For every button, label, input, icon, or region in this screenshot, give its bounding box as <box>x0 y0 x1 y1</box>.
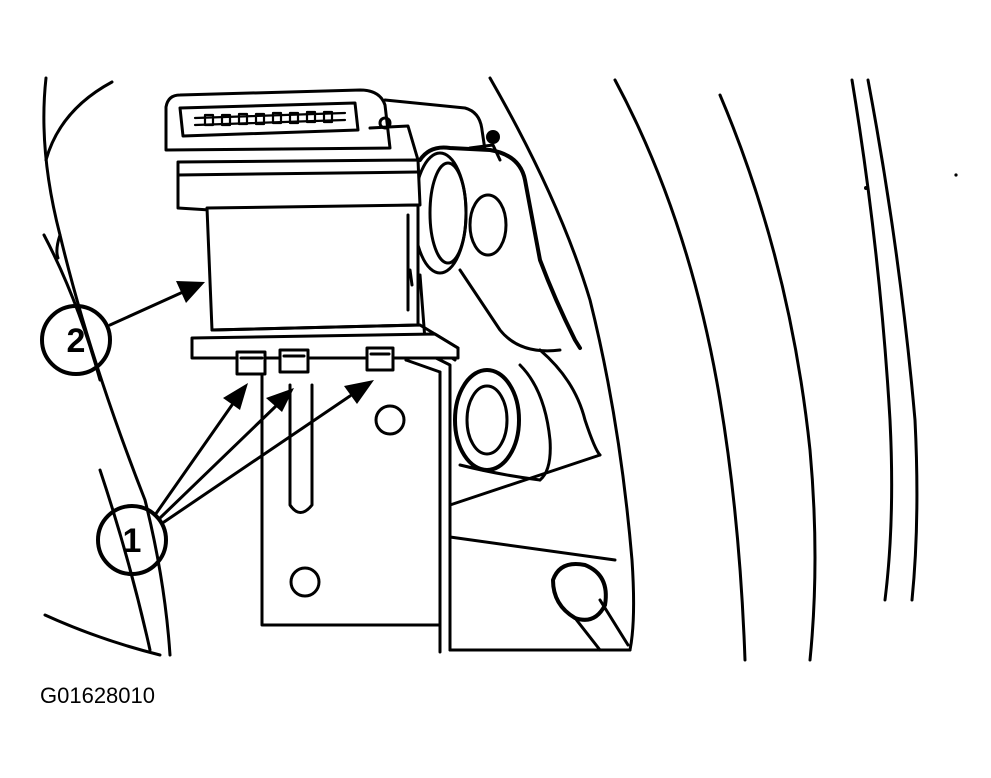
pump-motor-housing <box>412 130 602 482</box>
connector-pins <box>203 110 334 127</box>
leader-arrow-1-left <box>153 383 248 517</box>
callout-1-label: 1 <box>123 522 142 560</box>
leader-arrow-2 <box>108 281 205 327</box>
callout-2-label: 2 <box>67 322 86 360</box>
abs-module-body <box>164 88 487 360</box>
figure-code: G01628010 <box>40 683 155 708</box>
mounting-bolt-right <box>365 346 395 372</box>
callout-2: 2 <box>40 281 205 376</box>
mounting-bolt-center <box>278 348 310 374</box>
leader-arrow-1-right <box>162 380 374 524</box>
callout-1: 1 <box>96 380 374 576</box>
leader-arrow-1-center <box>158 388 294 520</box>
mounting-bolt-left <box>235 350 267 376</box>
wheel-well-arcs <box>42 76 958 662</box>
mounting-bolts <box>235 346 395 376</box>
